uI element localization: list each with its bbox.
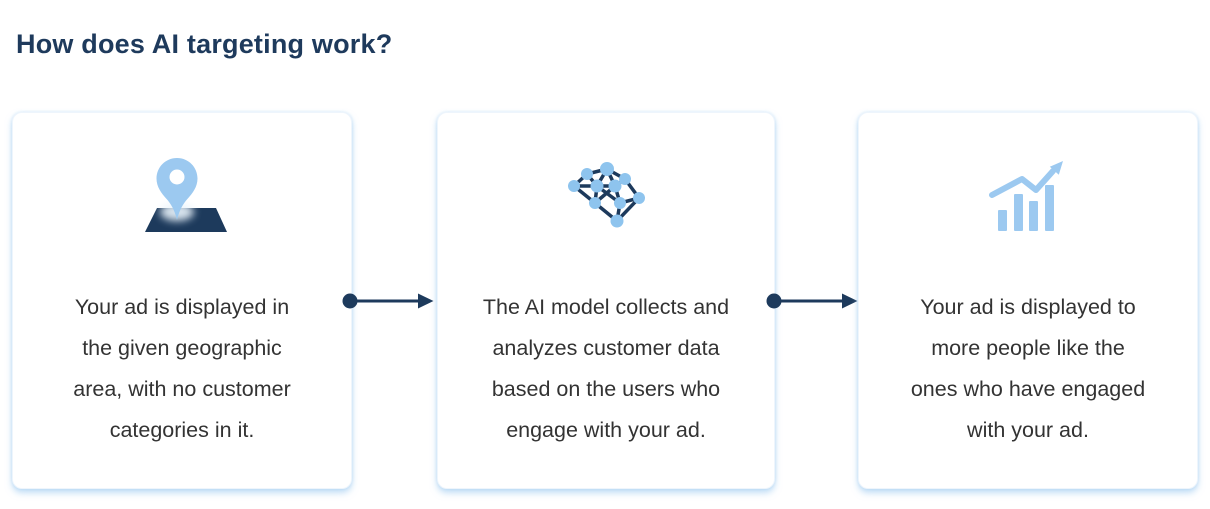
card-text-line: Your ad is displayed in (74, 295, 290, 319)
card-text-line: ones who have engaged (910, 377, 1146, 401)
card-geographic-targeting: Your ad is displayed in the given geogra… (12, 112, 352, 489)
card-text-line: area, with no customer (73, 377, 291, 401)
card-description: Your ad is displayed to more people like… (859, 287, 1197, 451)
card-text-line: analyzes customer data (492, 336, 720, 360)
card-icon-area (438, 155, 774, 235)
card-text-line: engage with your ad. (506, 418, 706, 442)
card-text-line: with your ad. (967, 418, 1089, 442)
card-icon-area (13, 155, 351, 235)
card-text-line: the given geographic (82, 336, 282, 360)
flow-arrow-icon (342, 293, 434, 309)
card-text-line: more people like the (931, 336, 1125, 360)
map-pin-icon (145, 158, 227, 232)
card-description: The AI model collects and analyzes custo… (438, 287, 774, 451)
card-expanded-reach: Your ad is displayed to more people like… (858, 112, 1198, 489)
growth-chart-icon (989, 161, 1063, 231)
page-title: How does AI targeting work? (16, 29, 393, 59)
card-text-line: based on the users who (491, 377, 721, 401)
card-ai-analysis: The AI model collects and analyzes custo… (437, 112, 775, 489)
card-icon-area (859, 155, 1197, 235)
card-text-line: categories in it. (109, 418, 255, 442)
card-description: Your ad is displayed in the given geogra… (13, 287, 351, 451)
card-text-line: The AI model collects and (482, 295, 730, 319)
flow-arrow-icon (766, 293, 858, 309)
card-text-line: Your ad is displayed to (920, 295, 1136, 319)
neural-network-icon (568, 162, 645, 228)
